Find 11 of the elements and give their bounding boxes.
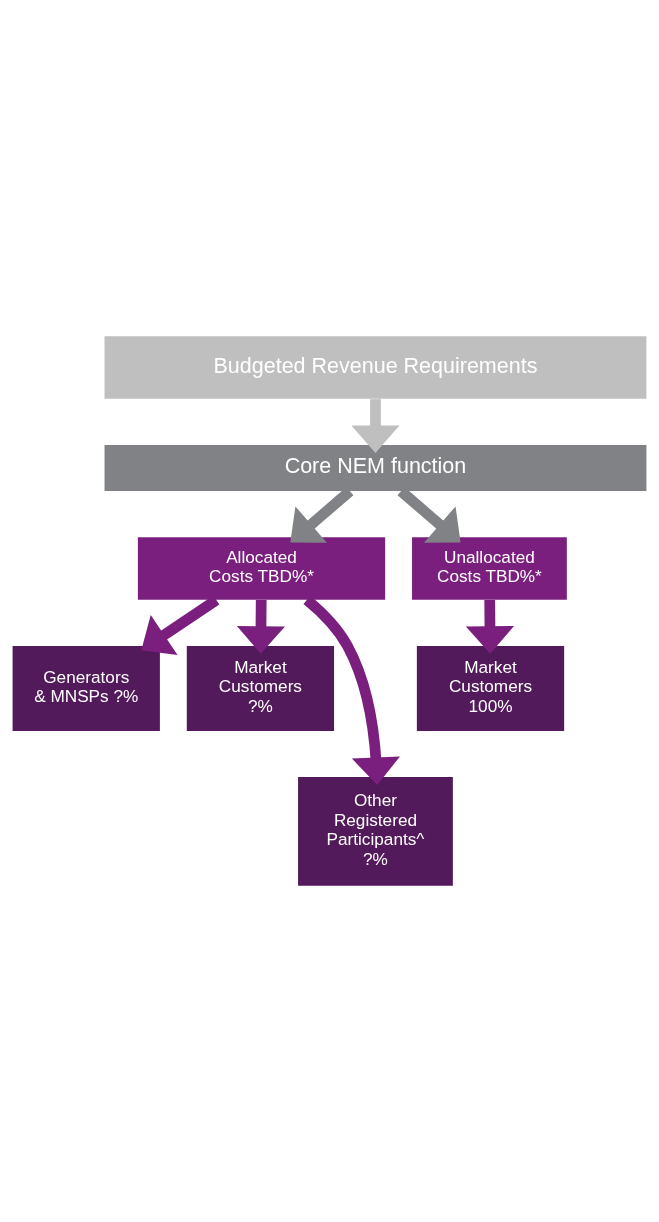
- node-box: Market Customers 100%: [416, 645, 565, 731]
- arrow: [351, 399, 400, 453]
- node-box: Unallocated Costs TBD%*: [412, 537, 567, 600]
- arrow: [465, 599, 514, 654]
- arrow: [236, 599, 286, 654]
- node-box: Allocated Costs TBD%*: [137, 537, 386, 600]
- node-box: Core NEM function: [104, 444, 647, 492]
- node-box: Market Customers ?%: [186, 645, 335, 731]
- node-box: Other Registered Participants^ ?%: [298, 777, 453, 886]
- node-box: Generators & MNSPs ?%: [12, 645, 160, 731]
- node-box: Budgeted Revenue Requirements: [104, 336, 647, 399]
